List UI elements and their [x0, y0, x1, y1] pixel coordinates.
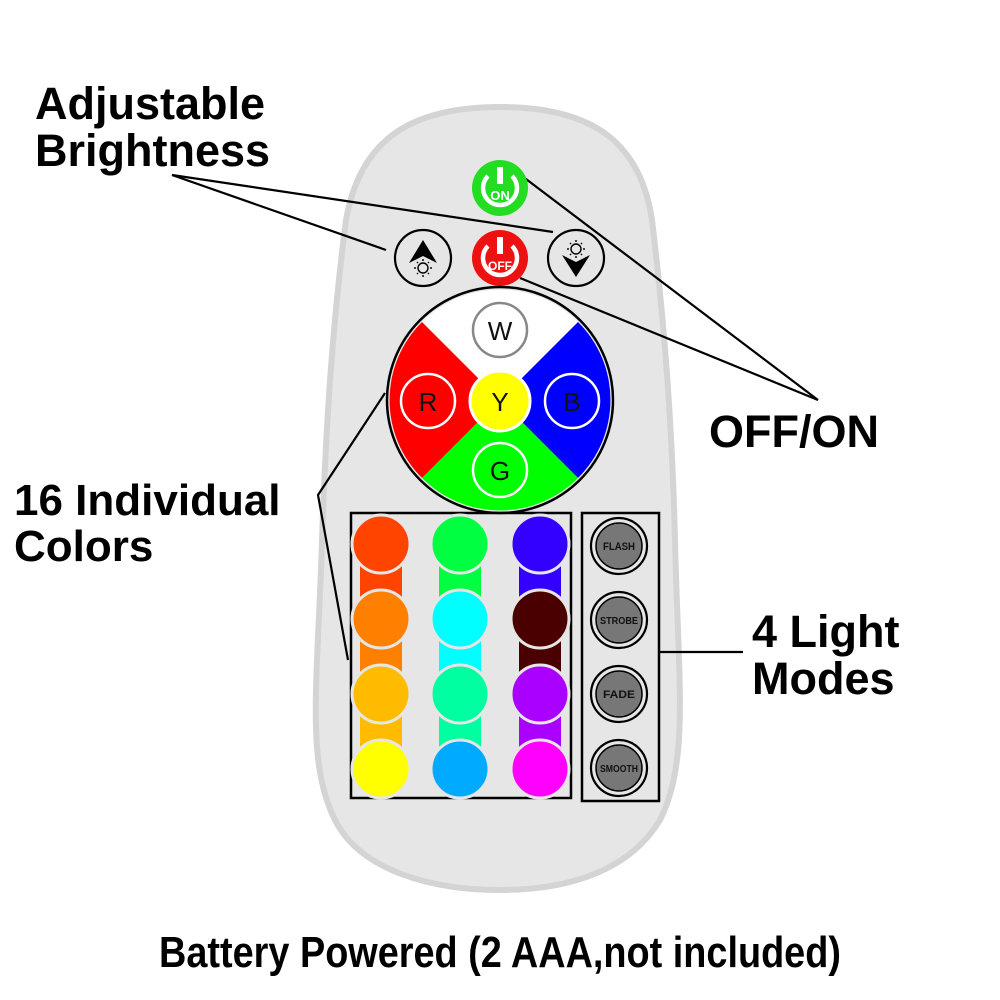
label-line: Adjustable	[35, 78, 266, 129]
power-icon-bar	[497, 237, 503, 254]
mode-button-fade[interactable]: FADE	[589, 664, 649, 724]
color-button[interactable]	[350, 513, 412, 575]
color-button[interactable]	[509, 663, 571, 725]
mode-buttons: FLASH STROBE FADE SMOOTH	[589, 516, 649, 798]
brightness-down-pointer	[171, 173, 554, 234]
label-line: Modes	[752, 653, 895, 705]
on-pointer	[521, 175, 819, 401]
mode-label: FADE	[603, 689, 635, 701]
off-pointer	[519, 276, 819, 402]
power-icon-bar	[497, 167, 503, 184]
mode-button-face	[595, 596, 643, 644]
label-line: 4 Light	[752, 606, 900, 657]
annotation-lines	[171, 173, 819, 661]
color-button[interactable]	[350, 588, 412, 650]
power-on-button[interactable]: ON	[472, 160, 528, 216]
brightness-up-pointer	[171, 173, 387, 252]
arrow-up-icon	[409, 240, 437, 263]
label-line: Colors	[14, 522, 154, 572]
off-on-label: OFF/ON	[709, 406, 879, 457]
color-button[interactable]	[350, 738, 412, 800]
color-button[interactable]	[509, 588, 571, 650]
individual-colors-label: 16 Individual Colors	[14, 476, 281, 572]
b-label: B	[563, 387, 580, 417]
color-button[interactable]	[509, 738, 571, 800]
battery-note: Battery Powered (2 AAA,not included)	[159, 928, 841, 977]
blue-button[interactable]: B	[543, 372, 601, 430]
r-label: R	[419, 387, 438, 417]
mode-label: SMOOTH	[600, 764, 638, 775]
color-sector-red[interactable]	[389, 322, 500, 478]
white-button[interactable]: W	[471, 301, 529, 359]
label-line: Brightness	[35, 125, 271, 177]
adjustable-brightness-label: Adjustable Brightness	[35, 80, 270, 175]
sun-icon	[414, 259, 432, 277]
power-off-button[interactable]: OFF	[472, 230, 528, 286]
color-wheel: W R B G Y	[385, 285, 615, 515]
on-label: ON	[490, 188, 510, 203]
mode-button-face	[595, 744, 643, 792]
mode-button-face	[595, 670, 643, 718]
g-label: G	[490, 456, 510, 486]
red-button[interactable]: R	[399, 372, 457, 430]
color-sector-green[interactable]	[422, 400, 578, 511]
mode-label: FLASH	[603, 541, 635, 553]
colors-pointer	[316, 392, 386, 661]
color-button[interactable]	[429, 663, 491, 725]
label-line: 16 Individual	[14, 476, 281, 525]
mode-button-strobe[interactable]: STROBE	[589, 590, 649, 650]
arrow-down-icon	[562, 255, 590, 277]
color-grid	[350, 513, 571, 800]
mode-button-smooth[interactable]: SMOOTH	[589, 738, 649, 798]
y-label: Y	[491, 387, 508, 417]
green-button[interactable]: G	[471, 441, 529, 499]
off-label: OFF	[488, 259, 512, 273]
color-sector-blue[interactable]	[500, 322, 611, 478]
w-label: W	[488, 316, 513, 346]
mode-label: STROBE	[600, 616, 638, 627]
color-button[interactable]	[429, 513, 491, 575]
yellow-button[interactable]: Y	[468, 369, 532, 433]
light-modes-label: 4 Light Modes	[752, 608, 899, 703]
sun-icon	[567, 240, 585, 258]
brightness-down-button[interactable]	[546, 228, 606, 288]
color-button[interactable]	[429, 588, 491, 650]
mode-button-face	[595, 522, 643, 570]
power-icon	[480, 244, 520, 278]
modes-frame	[580, 511, 661, 803]
color-button[interactable]	[350, 663, 412, 725]
mode-button-flash[interactable]: FLASH	[589, 516, 649, 576]
power-icon	[480, 174, 520, 208]
color-button[interactable]	[429, 738, 491, 800]
color-button[interactable]	[509, 513, 571, 575]
brightness-up-button[interactable]	[393, 228, 453, 288]
